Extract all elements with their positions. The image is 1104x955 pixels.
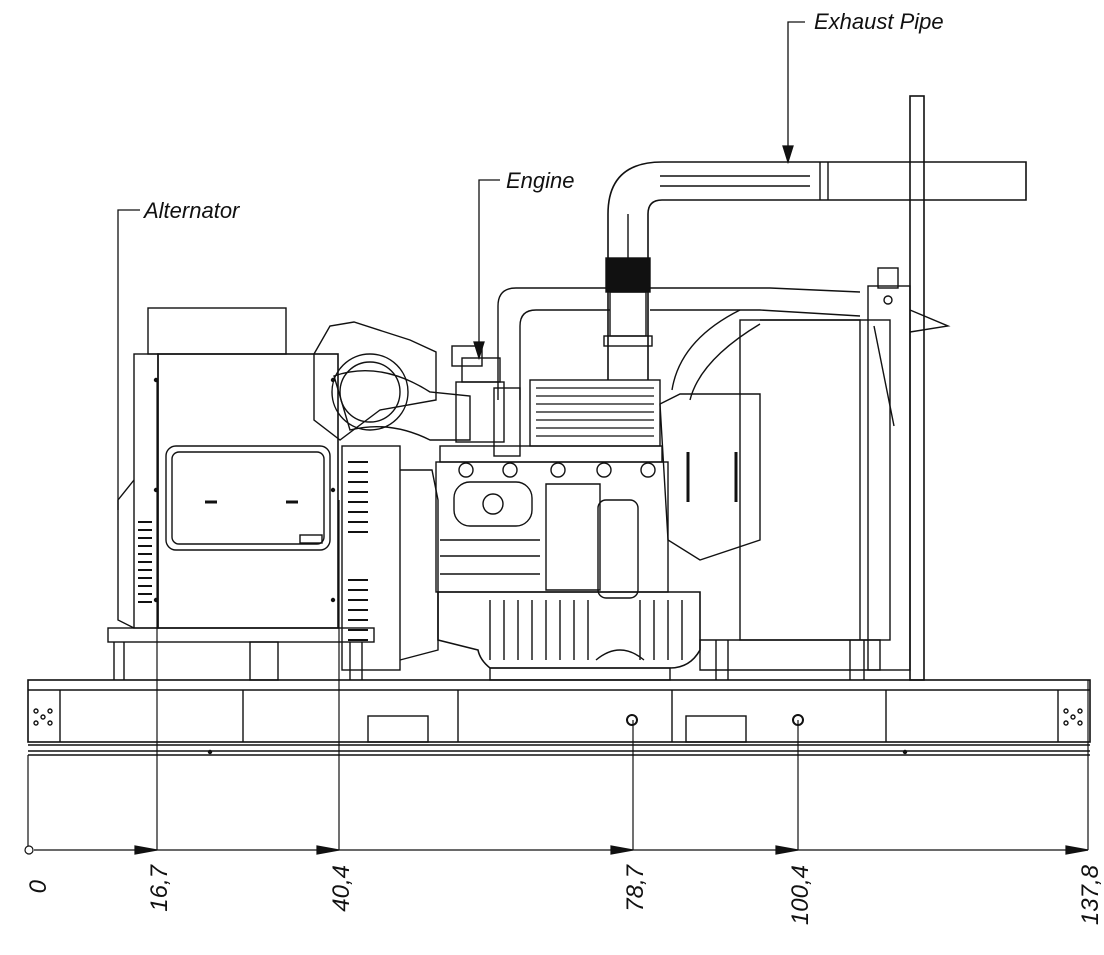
dimension-lines bbox=[24, 380, 1089, 855]
leader-lines bbox=[117, 21, 805, 510]
turbo-intake bbox=[313, 321, 521, 457]
dim-label-16-7: 16,7 bbox=[146, 863, 173, 911]
label-engine: Engine bbox=[506, 168, 575, 193]
dim-label-0: 0 bbox=[25, 879, 52, 893]
dim-label-100-4: 100,4 bbox=[787, 865, 814, 925]
support-plate bbox=[909, 95, 925, 681]
alternator-assembly bbox=[107, 307, 375, 681]
dimension-labels: 0 16,7 40,4 78,7 100,4 137,8 bbox=[25, 863, 1104, 925]
dim-label-78-7: 78,7 bbox=[622, 863, 649, 911]
cooling-radiator bbox=[659, 267, 951, 680]
engine-block bbox=[435, 379, 701, 681]
dim-label-137-8: 137,8 bbox=[1077, 864, 1104, 925]
radiator-assembly bbox=[341, 445, 439, 671]
dim-label-40-4: 40,4 bbox=[328, 865, 355, 912]
coolant-pipes bbox=[497, 287, 861, 401]
base-frame bbox=[27, 679, 1091, 756]
exhaust-pipe bbox=[603, 161, 1027, 380]
callout-labels: Exhaust Pipe Engine Alternator bbox=[142, 9, 944, 223]
label-alternator: Alternator bbox=[142, 198, 241, 223]
label-exhaust-pipe: Exhaust Pipe bbox=[814, 9, 944, 34]
